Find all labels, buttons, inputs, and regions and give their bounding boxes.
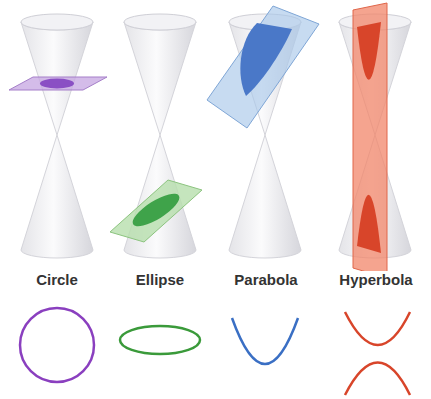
hyperbola-curve <box>345 312 410 345</box>
hyperbola-cone <box>339 3 411 278</box>
parabola-cone <box>207 6 319 258</box>
conic-label: Circle <box>34 271 80 288</box>
parabola-curve <box>232 318 298 364</box>
conic-label: Parabola <box>232 271 299 288</box>
ellipse-cone <box>110 14 202 258</box>
hyperbola-curve <box>345 363 410 396</box>
ellipse-curve <box>120 326 200 354</box>
conic-label: Ellipse <box>134 271 186 288</box>
circle-cone <box>9 14 107 258</box>
conic-label: Hyperbola <box>337 271 414 288</box>
circle-curve <box>20 308 94 382</box>
